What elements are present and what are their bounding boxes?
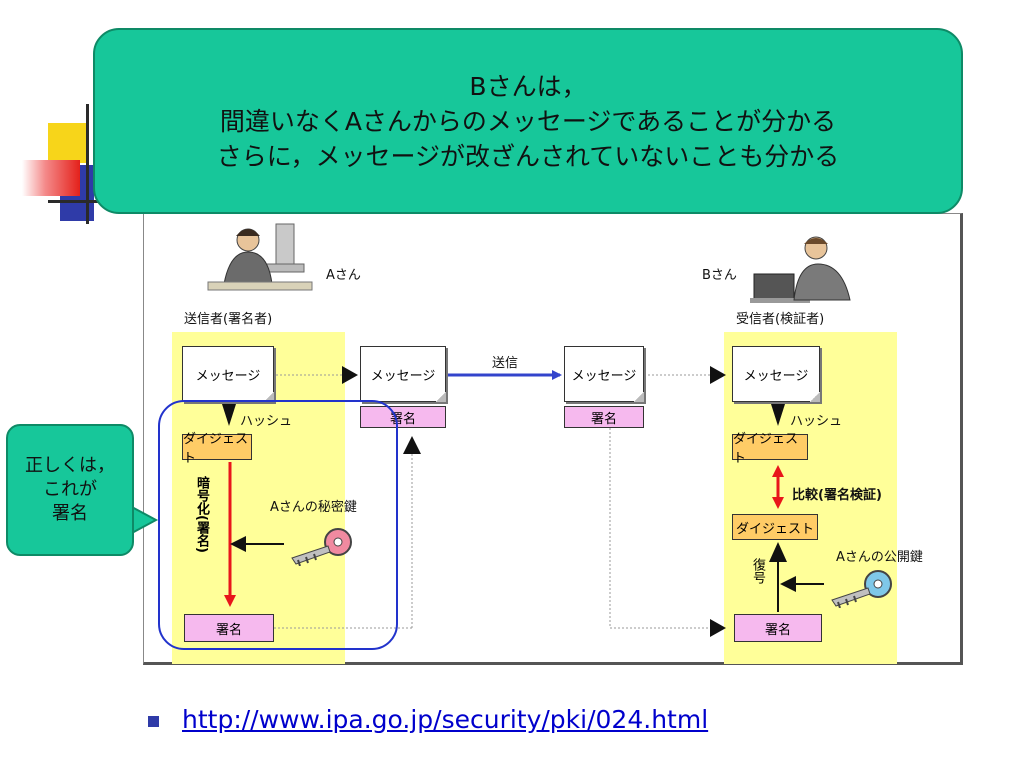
receiver-person-icon bbox=[750, 236, 851, 303]
decrypt-label: 復号 bbox=[750, 558, 765, 584]
receiver-role: 受信者(検証者) bbox=[736, 312, 825, 327]
left-callout-line-2: これが bbox=[43, 479, 97, 500]
receiver-signature-box: 署名 bbox=[734, 614, 822, 642]
sender-hash-label: ハッシュ bbox=[240, 414, 293, 429]
sender-signature-box: 署名 bbox=[184, 614, 274, 642]
top-callout-line-3: さらに，メッセージが改ざんされていないことも分かる bbox=[216, 141, 840, 171]
receiver-message-label: メッセージ bbox=[743, 368, 809, 384]
left-callout-line-1: 正しくは， bbox=[25, 455, 115, 476]
signed-message-box: メッセージ bbox=[360, 346, 446, 402]
sender-digest-label: ダイジェスト bbox=[183, 432, 249, 466]
sent-signature-box: 署名 bbox=[564, 406, 644, 428]
left-callout: 正しくは， これが 署名 bbox=[6, 424, 134, 556]
sender-digest-box: ダイジェスト bbox=[182, 432, 252, 466]
signature-highlight-outline bbox=[158, 400, 398, 650]
sent-message-box: メッセージ bbox=[564, 346, 644, 402]
receiver-name: Bさん bbox=[702, 268, 737, 283]
compare-label: 比較(署名検証) bbox=[792, 488, 882, 503]
sent-signature-label: 署名 bbox=[590, 411, 617, 427]
top-callout-line-1: Bさんは， bbox=[469, 71, 587, 101]
sender-role: 送信者(署名者) bbox=[184, 312, 273, 327]
receiver-digest-bottom-label: ダイジェスト bbox=[735, 521, 814, 537]
receiver-digest-top-label: ダイジェスト bbox=[733, 432, 799, 466]
receiver-message-box: メッセージ bbox=[732, 346, 820, 402]
signed-message-label: メッセージ bbox=[370, 368, 436, 384]
top-callout-line-2: 間違いなくAさんからのメッセージであることが分かる bbox=[219, 106, 837, 136]
sender-message-label: メッセージ bbox=[195, 368, 261, 384]
deco-line-vertical bbox=[86, 104, 89, 224]
deco-red-square bbox=[22, 160, 80, 196]
encrypt-label: 暗号化(署名) bbox=[194, 476, 209, 553]
top-callout: Bさんは， 間違いなくAさんからのメッセージであることが分かる さらに，メッセー… bbox=[93, 28, 963, 214]
receiver-digest-box-bottom: ダイジェスト bbox=[732, 514, 818, 540]
sender-message-box: メッセージ bbox=[182, 346, 274, 402]
sender-person-icon bbox=[207, 223, 313, 291]
sender-signature-label: 署名 bbox=[215, 622, 242, 638]
private-key-label: Aさんの秘密鍵 bbox=[270, 500, 357, 515]
deco-line-horizontal bbox=[48, 200, 130, 203]
private-key-icon bbox=[291, 528, 352, 566]
diagram-frame: Aさん 送信者(署名者) Bさん 受信者(検証者) メッセージ ハッシュ ダイジ… bbox=[143, 213, 963, 665]
public-key-label: Aさんの公開鍵 bbox=[836, 550, 923, 565]
left-callout-pointer bbox=[130, 504, 159, 536]
sender-name: Aさん bbox=[326, 268, 361, 283]
receiver-signature-label: 署名 bbox=[764, 622, 791, 638]
public-key-icon bbox=[831, 570, 892, 608]
diagram-connectors bbox=[222, 366, 824, 637]
receiver-digest-box-top: ダイジェスト bbox=[732, 432, 808, 466]
sent-message-label: メッセージ bbox=[571, 368, 637, 384]
bullet-icon bbox=[148, 716, 159, 727]
send-label: 送信 bbox=[492, 356, 519, 371]
receiver-hash-label: ハッシュ bbox=[790, 414, 843, 429]
reference-link[interactable]: http://www.ipa.go.jp/security/pki/024.ht… bbox=[182, 705, 709, 734]
deco-yellow-square bbox=[48, 123, 88, 163]
left-callout-line-3: 署名 bbox=[52, 503, 88, 524]
